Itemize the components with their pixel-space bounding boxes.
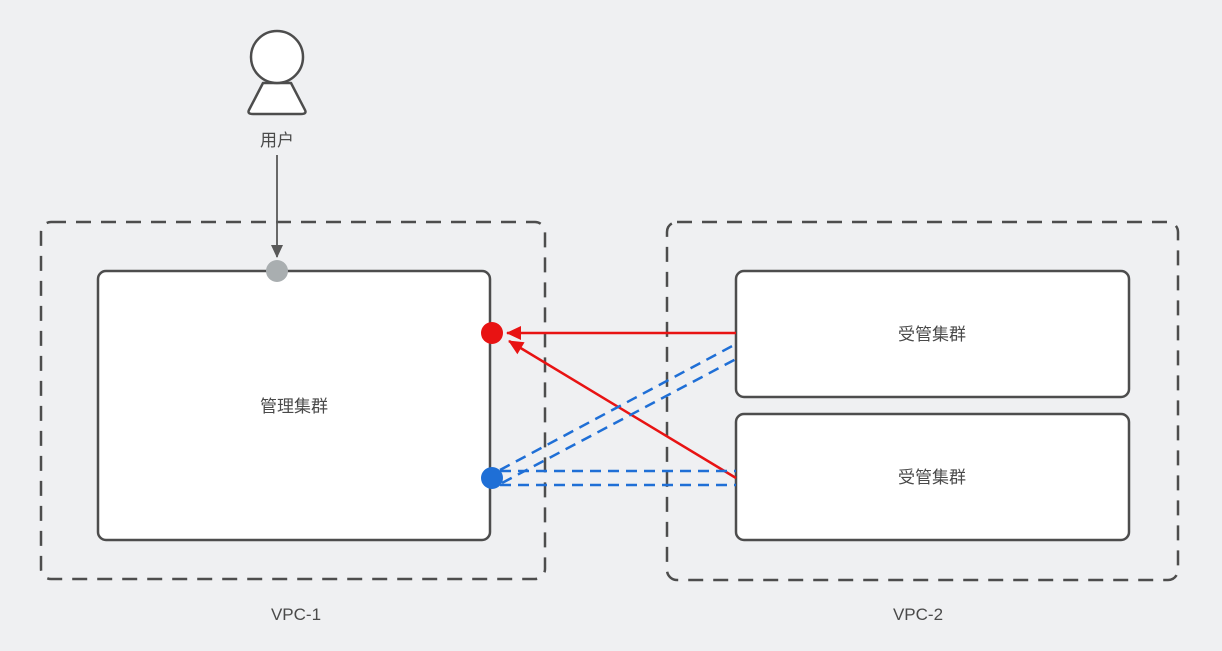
managed-cluster-1-label: 受管集群 <box>898 325 966 344</box>
managed-cluster-2-label: 受管集群 <box>898 468 966 487</box>
management-cluster-box <box>96 269 492 542</box>
vpc2-label: VPC-2 <box>893 605 943 624</box>
user-label: 用户 <box>260 131 294 150</box>
vpc2-boundary <box>665 220 1180 582</box>
user-icon <box>247 29 307 116</box>
blue-flow-management-to-managed1-a <box>499 342 737 472</box>
vpc1-label: VPC-1 <box>271 605 321 624</box>
blue-endpoint-dot <box>481 467 503 489</box>
entry-point-dot <box>266 260 288 282</box>
management-cluster-label: 管理集群 <box>260 397 328 416</box>
blue-flow-management-to-managed1-b <box>501 357 737 485</box>
red-endpoint-dot <box>481 322 503 344</box>
red-flow-managed2-to-management <box>508 339 737 480</box>
